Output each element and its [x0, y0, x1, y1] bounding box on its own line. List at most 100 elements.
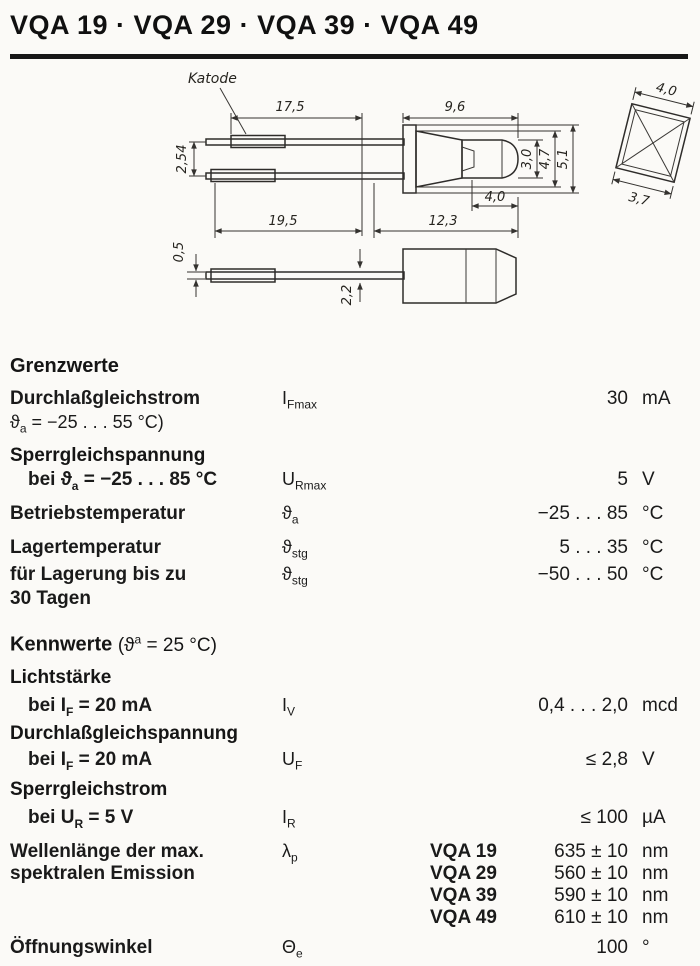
type-label: VQA 49	[430, 906, 497, 928]
dim-flange-diameter: 5,1	[556, 149, 571, 170]
param-label: für Lagerung bis zu	[10, 564, 187, 586]
param-value: 0,4 . . . 2,0	[538, 694, 628, 716]
param-label: bei IF = 20 mA	[28, 748, 153, 773]
katode-callout: Katode	[188, 71, 247, 135]
wavelength-row: VQA 19 635 ± 10 nm	[430, 841, 690, 863]
param-symbol: ϑa	[282, 503, 299, 527]
wavelength-row: VQA 39 590 ± 10 nm	[430, 885, 690, 907]
param-label: Durchlaßgleichstrom	[10, 388, 201, 409]
type-unit: nm	[642, 906, 669, 928]
dim-face-height: 3,7	[627, 190, 651, 210]
param-symbol: UF	[282, 748, 303, 773]
type-label: VQA 39	[430, 884, 497, 906]
package-drawing: Katode 17,5 9,6 2,54	[0, 61, 700, 349]
grenzwerte-heading: Grenzwerte	[10, 355, 119, 377]
param-symbol: ϑstg	[282, 536, 308, 561]
param-symbol: λp	[282, 840, 298, 865]
param-unit: V	[642, 469, 655, 491]
type-unit: nm	[642, 862, 669, 884]
param-label: Öffnungswinkel	[10, 936, 153, 958]
row-lagertemperatur-3: 30 Tagen	[10, 588, 690, 610]
wavelength-table: VQA 19 635 ± 10 nm VQA 29 560 ± 10 nm VQ…	[430, 841, 690, 929]
package-drawing-svg: Katode 17,5 9,6 2,54	[172, 71, 695, 306]
param-value: −50 . . . 50	[537, 564, 628, 586]
dim-body-length: 9,6	[445, 100, 466, 115]
param-value: −25 . . . 85	[537, 503, 628, 525]
dim-lead-width: 2,2	[340, 285, 355, 306]
param-value: 30	[606, 388, 628, 409]
param-unit: mA	[642, 388, 671, 409]
param-value: ≤ 100	[580, 806, 628, 828]
param-label: Lagertemperatur	[10, 536, 161, 558]
param-unit: °	[642, 936, 650, 958]
dim-total-lead-length: 19,5	[269, 214, 298, 229]
row-durchlassgleichstrom: Durchlaßgleichstrom IFmax 30 mA	[10, 388, 690, 412]
row-oeffnungswinkel: Öffnungswinkel Θe 100 °	[10, 937, 690, 961]
led-bottom-view: 0,5 2,2	[172, 242, 517, 306]
row-lagertemperatur-2: für Lagerung bis zu ϑstg −50 . . . 50 °C	[10, 564, 690, 588]
condition-text: ϑa = −25 . . . 55 °C)	[10, 411, 164, 436]
row-sperrgleichstrom: bei UR = 5 V IR ≤ 100 µA	[10, 807, 690, 831]
row-lichtstaerke: bei IF = 20 mA IV 0,4 . . . 2,0 mcd	[10, 695, 690, 719]
row-wellenlaenge: Wellenlänge der max. spektralen Emission…	[10, 841, 690, 929]
param-unit: °C	[642, 564, 664, 586]
param-unit: °C	[642, 536, 664, 558]
wavelength-row: VQA 29 560 ± 10 nm	[430, 863, 690, 885]
dim-lead-thickness: 0,5	[172, 242, 187, 263]
kennwerte-condition: (ϑa = 25 °C)	[117, 632, 217, 656]
param-unit: mcd	[642, 694, 678, 716]
param-value: 5 . . . 35	[559, 536, 628, 558]
spec-tables: Grenzwerte Durchlaßgleichstrom IFmax 30 …	[0, 355, 700, 960]
sperrgleichstrom-heading: Sperrgleichstrom	[10, 778, 168, 800]
param-symbol: IV	[282, 694, 296, 719]
led-side-view	[205, 124, 519, 194]
param-value: ≤ 2,8	[585, 748, 628, 770]
type-value: 610 ± 10	[554, 906, 628, 928]
dim-face-width: 4,0	[654, 80, 678, 100]
row-betriebstemperatur: Betriebstemperatur ϑa −25 . . . 85 °C	[10, 503, 690, 527]
param-label: bei IF = 20 mA	[28, 694, 153, 719]
param-symbol: URmax	[282, 469, 327, 493]
param-symbol: Θe	[282, 936, 303, 961]
type-value: 590 ± 10	[554, 884, 628, 906]
dim-body-diameter: 4,7	[538, 148, 553, 169]
row-durchlassgleichspannung: bei IF = 20 mA UF ≤ 2,8 V	[10, 749, 690, 773]
row-sperrgleichspannung: bei ϑa = −25 . . . 85 °C URmax 5 V	[10, 469, 690, 493]
dim-lens-length: 4,0	[485, 190, 506, 205]
type-label: VQA 19	[430, 840, 497, 862]
page-title: VQA 19 · VQA 29 · VQA 39 · VQA 49	[10, 10, 479, 40]
sperrgleichspannung-heading: Sperrgleichspannung	[10, 445, 206, 467]
row-durchlass-condition: ϑa = −25 . . . 55 °C)	[10, 412, 690, 436]
durchlassgleichspannung-heading: Durchlaßgleichspannung	[10, 722, 239, 744]
type-unit: nm	[642, 840, 669, 862]
param-unit: µA	[642, 806, 666, 828]
param-symbol: IFmax	[282, 388, 318, 412]
dim-total-body-length: 12,3	[429, 214, 458, 229]
type-value: 635 ± 10	[554, 840, 628, 862]
param-label: Wellenlänge der max. spektralen Emission	[10, 840, 204, 885]
param-label: bei UR = 5 V	[28, 806, 134, 831]
param-value: 5	[617, 469, 628, 491]
katode-label: Katode	[188, 71, 237, 87]
page-header: VQA 19 · VQA 29 · VQA 39 · VQA 49	[0, 0, 700, 59]
side-view-dimensions: 17,5 9,6 2,54 3,0 4,7	[175, 100, 579, 238]
kennwerte-heading: Kennwerte (ϑa = 25 °C)	[10, 632, 217, 656]
param-label-continued: 30 Tagen	[10, 588, 91, 610]
title-rule	[10, 54, 688, 59]
type-value: 560 ± 10	[554, 862, 628, 884]
dim-lead-pitch: 2,54	[175, 145, 190, 174]
type-unit: nm	[642, 884, 669, 906]
wavelength-row: VQA 49 610 ± 10 nm	[430, 907, 690, 929]
param-label: bei ϑa = −25 . . . 85 °C	[28, 469, 218, 494]
param-value: 100	[596, 936, 628, 958]
param-label: Betriebstemperatur	[10, 503, 186, 525]
type-label: VQA 29	[430, 862, 497, 884]
param-symbol: IR	[282, 806, 296, 831]
dim-lead-free-length: 17,5	[276, 100, 305, 115]
led-front-view: 4,0 3,7	[611, 80, 695, 210]
param-symbol: ϑstg	[282, 564, 308, 589]
param-unit: °C	[642, 503, 664, 525]
row-lagertemperatur: Lagertemperatur ϑstg 5 . . . 35 °C	[10, 537, 690, 561]
lichtstaerke-heading: Lichtstärke	[10, 666, 112, 688]
